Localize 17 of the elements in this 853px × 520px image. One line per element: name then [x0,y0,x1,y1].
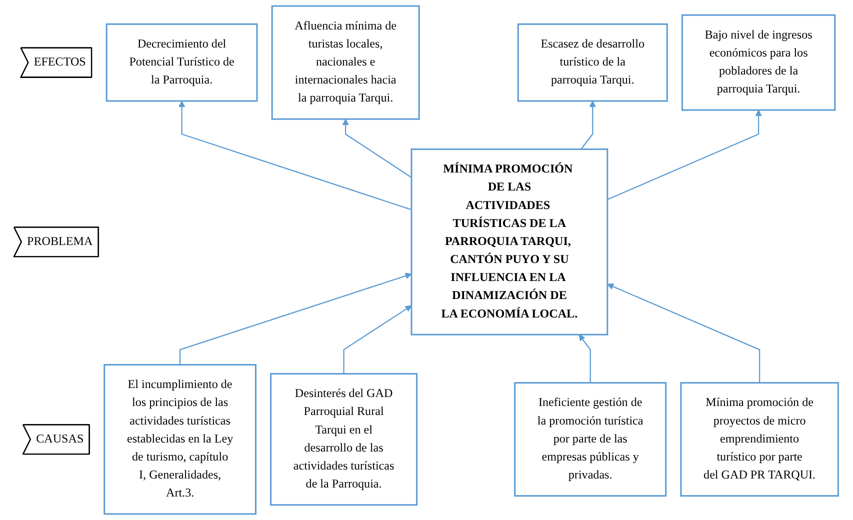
arrow [178,100,412,210]
node-box: Desinterés del GAD Parroquial Rural Tarqui en el desarrollo de las actividades turísticas de la Parroquia. [270,373,418,506]
node-box: Mínima promoción de proyectos de micro emprendimiento turístico por parte del GAD PR TARQUI. [680,382,840,497]
arrow [344,305,412,374]
arrow [342,118,412,178]
node-box: Decrecimiento del Potencial Turístico de la Parroquia. [106,23,258,102]
node-box: Afluencia mínima de turistas locales, nacionales e internacionales hacia la parroquia Tarqui. [272,5,420,120]
arrow [608,110,762,200]
arrow [180,272,412,365]
arrow [580,100,596,150]
node-box: Ineficiente gestión de la promoción turística por parte de las empresas públicas y privadas. [514,382,667,497]
node-box: MÍNIMA PROMOCIÓN DE LAS ACTIVIDADES TURÍSTICAS DE LA PARROQUIA TARQUI, CANTÓN PUYO Y SU INFLUENCIA EN LA DINAMIZACIÓN DE LA ECONOMÍA LOCAL. [411,148,609,336]
node-box: El incumplimiento de los principios de las actividades turísticas establecidas en la Ley de turismo, capítulo I, Generalidades, Art.3. [104,364,257,515]
arrow [608,283,761,383]
node-box: Escasez de desarrollo turístico de la parroquia Tarqui. [518,23,668,102]
node-box: Bajo nivel de ingresos económicos para los pobladores de la parroquia Tarqui. [682,14,836,111]
arrow [579,334,592,383]
